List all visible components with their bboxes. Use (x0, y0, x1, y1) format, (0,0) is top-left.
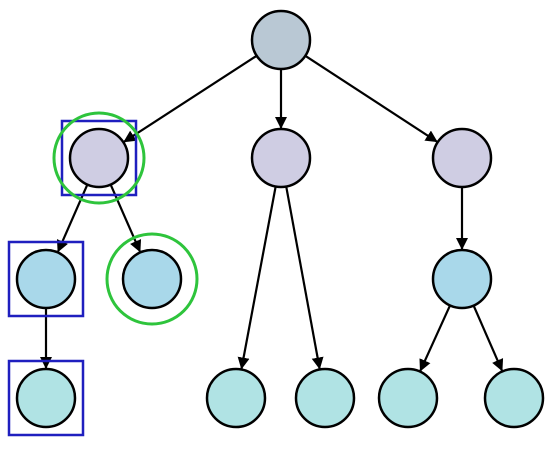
edges-layer (40, 54, 504, 372)
edge-c1-to-c1b (472, 305, 504, 372)
node-b (250, 127, 312, 189)
node-a1x (15, 367, 77, 429)
highlight-box-a (60, 119, 138, 197)
node-c1b (483, 367, 545, 429)
edge-root-to-c (304, 54, 438, 143)
highlight-ring-a (52, 111, 146, 205)
highlight-box-a1x (7, 359, 85, 437)
edge-c1-to-c1a (419, 304, 452, 372)
node-c (431, 127, 493, 189)
node-c1a (377, 367, 439, 429)
nodes-layer (15, 9, 545, 429)
edge-root-to-a (123, 54, 258, 143)
node-a1 (15, 248, 77, 310)
node-c1 (431, 248, 493, 310)
node-a (68, 127, 130, 189)
node-b1 (205, 367, 267, 429)
highlights-layer (7, 111, 199, 437)
highlight-ring-a2 (105, 232, 199, 326)
node-b2 (294, 367, 356, 429)
highlight-box-a1 (7, 240, 85, 318)
edge-b-to-b1 (237, 186, 277, 370)
node-a2 (121, 248, 183, 310)
node-root (250, 9, 312, 71)
edge-b-to-b2 (285, 186, 324, 370)
